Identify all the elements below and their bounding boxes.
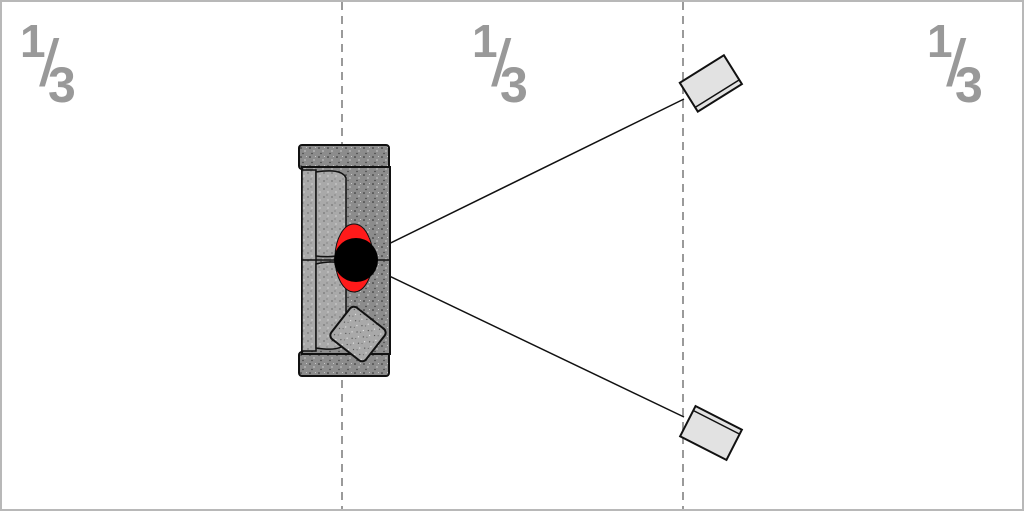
sound-line-lower xyxy=(359,261,685,418)
zone-label-right: 1/3 xyxy=(927,15,983,110)
zone-left-denominator: 3 xyxy=(47,57,76,113)
listener-head-icon xyxy=(334,223,378,293)
zone-middle-numerator: 1 xyxy=(472,15,498,67)
zone-left-numerator: 1 xyxy=(20,15,46,67)
sound-line-upper xyxy=(359,98,685,259)
zone-middle-denominator: 3 xyxy=(499,57,528,113)
zone-right-denominator: 3 xyxy=(954,57,983,113)
speaker-icon-lower xyxy=(678,404,744,462)
zone-label-left: 1/3 xyxy=(20,15,76,110)
fraction-slash: / xyxy=(38,26,59,100)
speaker-icon-upper xyxy=(678,53,744,114)
fraction-slash: / xyxy=(490,26,511,100)
zone-right-numerator: 1 xyxy=(927,15,953,67)
zone-label-middle: 1/3 xyxy=(472,15,528,110)
fraction-slash: / xyxy=(945,26,966,100)
